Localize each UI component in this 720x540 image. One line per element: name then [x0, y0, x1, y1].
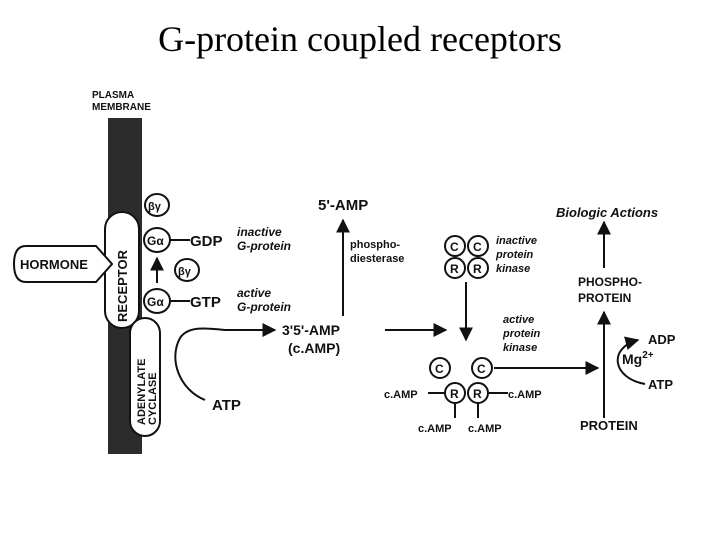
- page-title: G-protein coupled receptors: [158, 19, 562, 59]
- membrane-label: PLASMA MEMBRANE: [92, 90, 151, 113]
- active-kinase-label: active protein kinase: [502, 314, 543, 354]
- subunit-c-inactive-1: [444, 235, 466, 257]
- adp-label: ADP: [648, 332, 676, 347]
- gdp-label: GDP: [190, 233, 223, 250]
- camp-left: c.AMP: [384, 389, 418, 401]
- subunit-c-active-2: [471, 357, 493, 379]
- hormone-label: HORMONE: [20, 257, 88, 272]
- phosphodiesterase-label: phospho- diesterase: [350, 239, 404, 265]
- receptor-label: RECEPTOR: [115, 249, 130, 322]
- protein-label: PROTEIN: [580, 418, 638, 433]
- active-g-protein-label: active G-protein: [237, 286, 291, 314]
- phosphoprotein-label: PHOSPHO- PROTEIN: [578, 275, 645, 305]
- svg-text:R: R: [450, 387, 459, 401]
- beta-gamma-released: [174, 258, 200, 282]
- mg-label: Mg2+: [622, 350, 654, 367]
- svg-text:βγ: βγ: [148, 201, 162, 213]
- adenylate-cyclase-label: ADENYLATE CYCLASE: [136, 356, 159, 425]
- subunit-r-inactive-1: [444, 257, 466, 279]
- svg-text:Gα: Gα: [147, 295, 164, 309]
- camp-main-label: 3'5'-AMP (c.AMP): [282, 322, 344, 356]
- subunit-r-inactive-2: [467, 257, 489, 279]
- svg-text:Gα: Gα: [147, 234, 164, 248]
- atp-right-label: ATP: [648, 377, 673, 392]
- inactive-kinase-label: inactive protein kinase: [495, 235, 540, 275]
- beta-gamma-top: [144, 193, 170, 217]
- gtp-label: GTP: [190, 294, 221, 311]
- svg-text:R: R: [450, 262, 459, 276]
- atp-left-label: ATP: [212, 397, 241, 414]
- inactive-g-protein-label: inactive G-protein: [237, 225, 291, 253]
- svg-text:βγ: βγ: [178, 266, 192, 278]
- camp-bottom-left: c.AMP: [418, 423, 452, 435]
- svg-text:C: C: [473, 240, 482, 254]
- svg-text:R: R: [473, 262, 482, 276]
- subunit-c-active-1: [429, 357, 451, 379]
- svg-text:C: C: [435, 362, 444, 376]
- svg-text:C: C: [450, 240, 459, 254]
- svg-text:R: R: [473, 387, 482, 401]
- biologic-actions-label: Biologic Actions: [556, 205, 658, 220]
- camp-right: c.AMP: [508, 389, 542, 401]
- camp-bottom-right: c.AMP: [468, 423, 502, 435]
- subunit-c-inactive-2: [467, 235, 489, 257]
- svg-text:C: C: [477, 362, 486, 376]
- five-amp-label: 5'-AMP: [318, 197, 368, 214]
- adenylate-cyclase-box: [129, 317, 161, 437]
- hormone-shape: [12, 245, 114, 283]
